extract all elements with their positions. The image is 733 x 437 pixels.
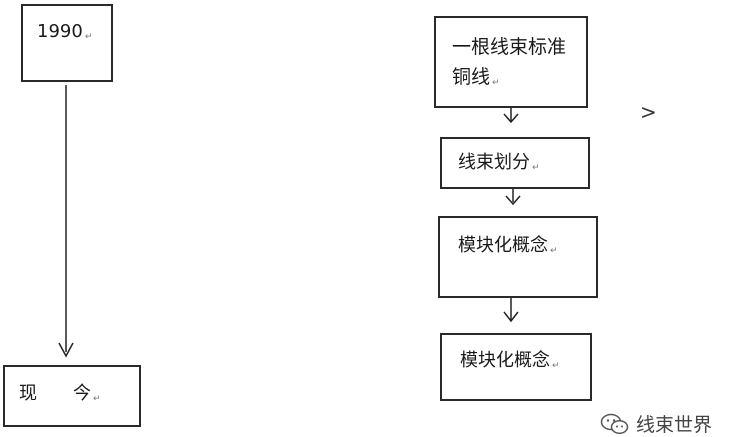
step-box-modular-concept-2: 模块化概念↵ [440,333,592,401]
year-box: 1990↵ [21,4,113,82]
watermark: 线束世界 [600,410,712,437]
paragraph-mark: ↵ [550,246,558,256]
step-label-modular-concept-1: 模块化概念 [458,235,548,256]
step-label-standard-wire: 一根线束标准铜线 [452,36,567,88]
paragraph-mark: ↵ [552,361,560,371]
paragraph-mark: ↵ [84,32,93,42]
step-box-standard-wire: 一根线束标准铜线↵ [434,16,588,108]
present-label: 现 今 [19,383,91,404]
paragraph-mark: ↵ [492,78,500,88]
step-label-harness-division: 线束划分 [458,152,530,173]
greater-than-symbol: > [640,100,657,124]
step-box-modular-concept-1: 模块化概念↵ [438,216,598,298]
arrow-3-head [503,311,519,323]
year-label: 1990 [37,21,83,42]
paragraph-mark: ↵ [532,163,540,173]
paragraph-mark: ↵ [93,394,101,404]
present-box: 现 今↵ [3,365,141,427]
timeline-arrowhead [58,342,74,358]
step-box-harness-division: 线束划分↵ [440,137,590,189]
arrow-2-head [505,195,521,206]
watermark-text: 线束世界 [636,414,713,436]
step-label-modular-concept-2: 模块化概念 [460,350,550,371]
arrow-1-head [503,113,519,124]
wechat-icon [600,413,629,434]
